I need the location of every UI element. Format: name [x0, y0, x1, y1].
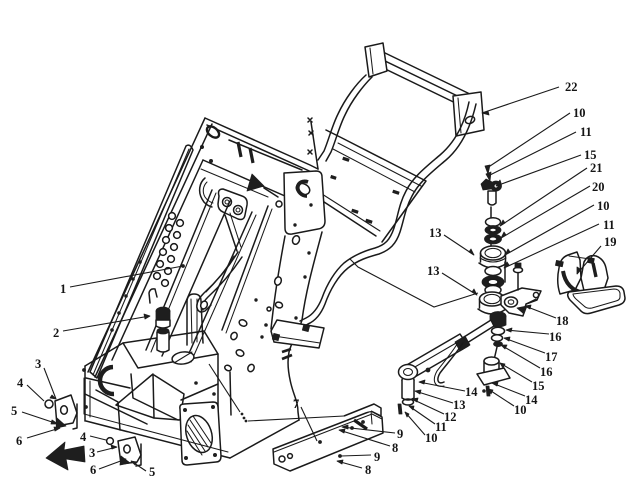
svg-text:19: 19: [604, 235, 617, 249]
svg-text:2: 2: [53, 326, 59, 340]
svg-text:9: 9: [397, 427, 403, 441]
svg-text:10: 10: [597, 199, 610, 213]
svg-text:16: 16: [540, 365, 553, 379]
svg-text:3: 3: [35, 357, 41, 371]
svg-text:22: 22: [565, 80, 578, 94]
svg-text:11: 11: [435, 420, 447, 434]
svg-text:11: 11: [580, 125, 592, 139]
svg-text:1: 1: [60, 282, 66, 296]
svg-text:10: 10: [573, 106, 586, 120]
svg-text:12: 12: [444, 410, 457, 424]
svg-text:13: 13: [453, 398, 466, 412]
svg-text:13: 13: [427, 264, 440, 278]
svg-text:14: 14: [465, 385, 478, 399]
svg-text:16: 16: [549, 330, 562, 344]
svg-text:4: 4: [80, 430, 87, 444]
svg-text:10: 10: [425, 431, 438, 445]
svg-text:11: 11: [603, 218, 615, 232]
svg-text:10: 10: [514, 403, 527, 417]
svg-text:8: 8: [392, 441, 398, 455]
svg-text:20: 20: [592, 180, 605, 194]
svg-text:13: 13: [429, 226, 442, 240]
svg-text:15: 15: [584, 148, 597, 162]
svg-text:9: 9: [374, 450, 380, 464]
svg-text:14: 14: [525, 393, 538, 407]
svg-text:5: 5: [149, 465, 155, 479]
svg-text:6: 6: [90, 463, 96, 477]
svg-text:15: 15: [532, 379, 545, 393]
svg-text:18: 18: [556, 314, 569, 328]
svg-text:7: 7: [293, 397, 299, 411]
svg-text:3: 3: [89, 446, 95, 460]
svg-text:17: 17: [545, 350, 558, 364]
svg-text:6: 6: [16, 434, 22, 448]
svg-text:4: 4: [17, 376, 24, 390]
svg-text:21: 21: [590, 161, 603, 175]
svg-text:5: 5: [11, 404, 17, 418]
svg-text:8: 8: [365, 463, 371, 477]
